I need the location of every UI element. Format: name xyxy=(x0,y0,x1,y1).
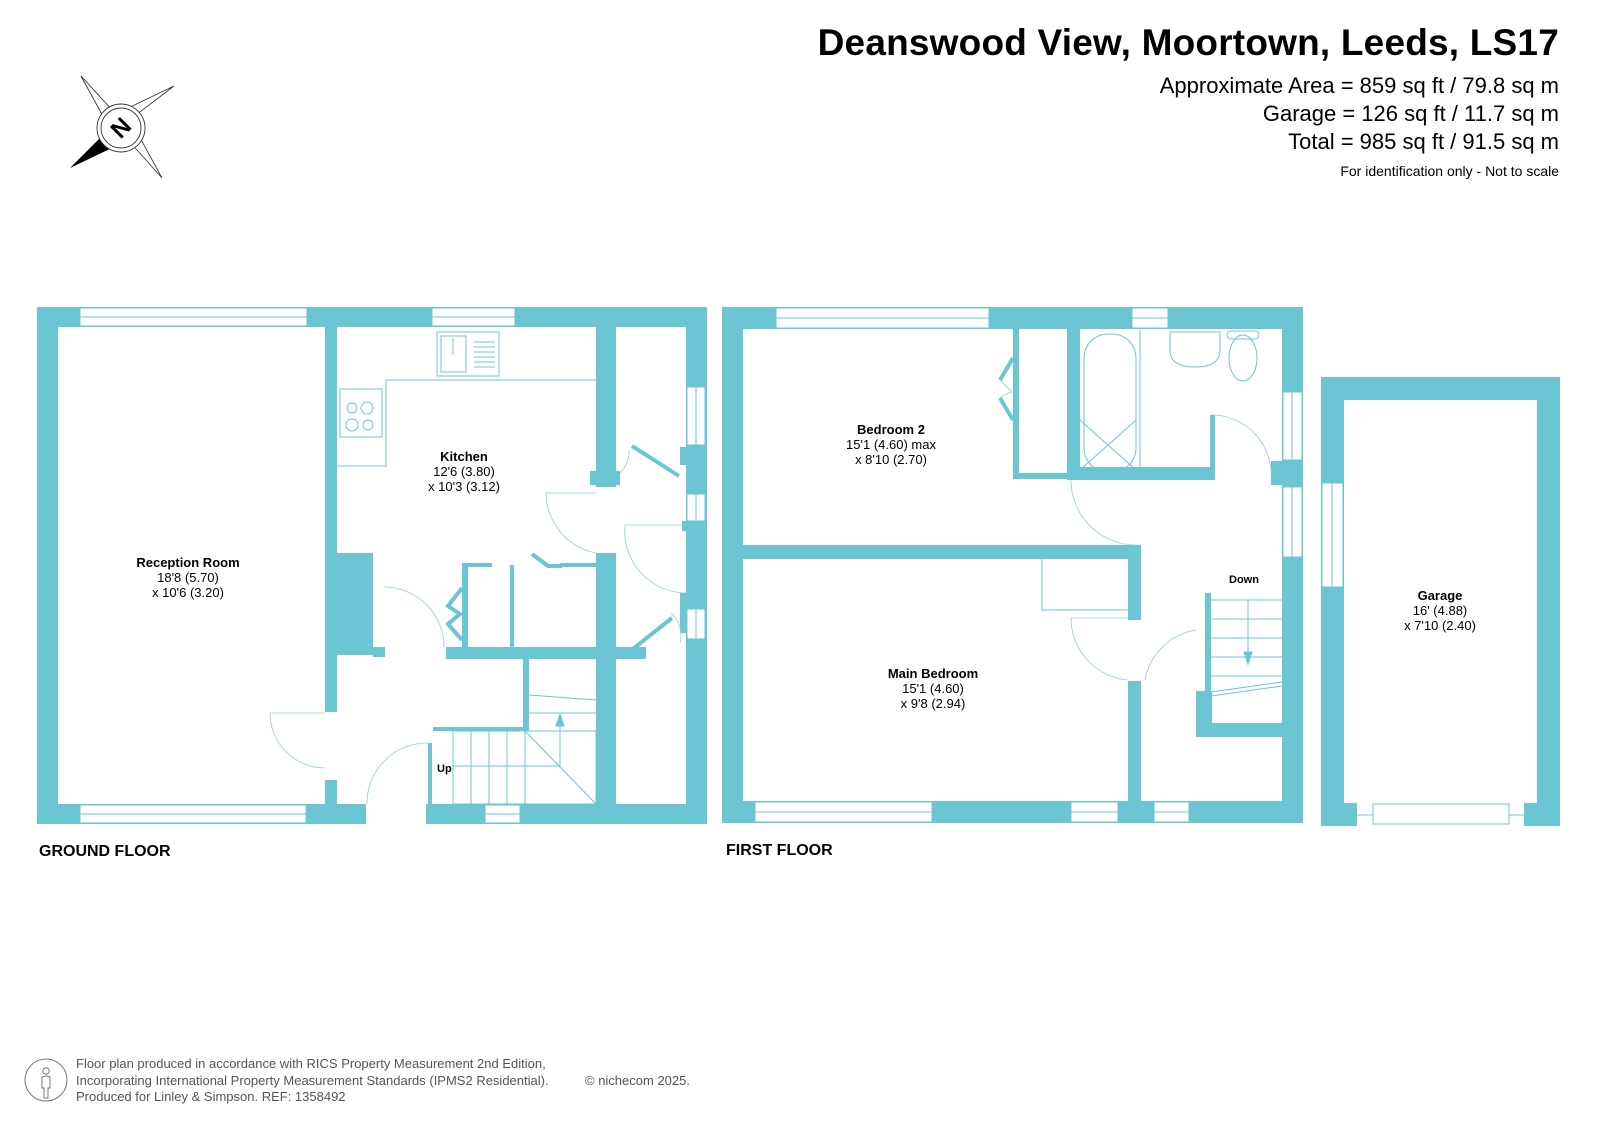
property-title: Deanswood View, Moortown, Leeds, LS17 xyxy=(817,22,1559,63)
north-compass-icon: N xyxy=(70,75,175,179)
copyright: © nichecom 2025. xyxy=(585,1073,690,1088)
person-icon xyxy=(24,1058,68,1102)
footer-line-1: Floor plan produced in accordance with R… xyxy=(76,1056,546,1071)
footer-line-3: Produced for Linley & Simpson. REF: 1358… xyxy=(76,1089,346,1104)
room-label-garage: Garage 16' (4.88) x 7'10 (2.40) xyxy=(1404,588,1476,633)
garage-door xyxy=(1372,803,1510,825)
hob-icon xyxy=(339,388,383,438)
room-label-kitchen: Kitchen 12'6 (3.80) x 10'3 (3.12) xyxy=(428,449,500,494)
room-label-main-bedroom: Main Bedroom 15'1 (4.60) x 9'8 (2.94) xyxy=(887,666,979,711)
footer-notes: Floor plan produced in accordance with R… xyxy=(76,1056,549,1106)
stairs-down-label: Down xyxy=(1229,574,1259,586)
garage-area: Garage = 126 sq ft / 11.7 sq m xyxy=(1262,101,1559,126)
scale-disclaimer: For identification only - Not to scale xyxy=(1340,163,1559,179)
first-floor-label: FIRST FLOOR xyxy=(726,842,833,859)
stairs-up-label: Up xyxy=(437,763,452,775)
header: Deanswood View, Moortown, Leeds, LS17 Ap… xyxy=(818,22,1559,181)
bath-icon xyxy=(1083,333,1137,473)
approximate-area: Approximate Area = 859 sq ft / 79.8 sq m xyxy=(1159,73,1559,98)
toilet-icon xyxy=(1228,334,1258,382)
first-stairs xyxy=(1210,599,1283,697)
first-floor-walls xyxy=(722,307,1303,823)
ground-floor-label: GROUND FLOOR xyxy=(39,843,171,860)
room-label-reception: Reception Room 18'8 (5.70) x 10'6 (3.20) xyxy=(136,555,240,600)
total-area: Total = 985 sq ft / 91.5 sq m xyxy=(1288,129,1559,154)
ground-stairs xyxy=(452,694,597,805)
footer-line-2: Incorporating International Property Mea… xyxy=(76,1072,549,1088)
basin-icon xyxy=(1169,331,1221,368)
room-label-bedroom-2: Bedroom 2 15'1 (4.60) max x 8'10 (2.70) xyxy=(846,422,936,467)
